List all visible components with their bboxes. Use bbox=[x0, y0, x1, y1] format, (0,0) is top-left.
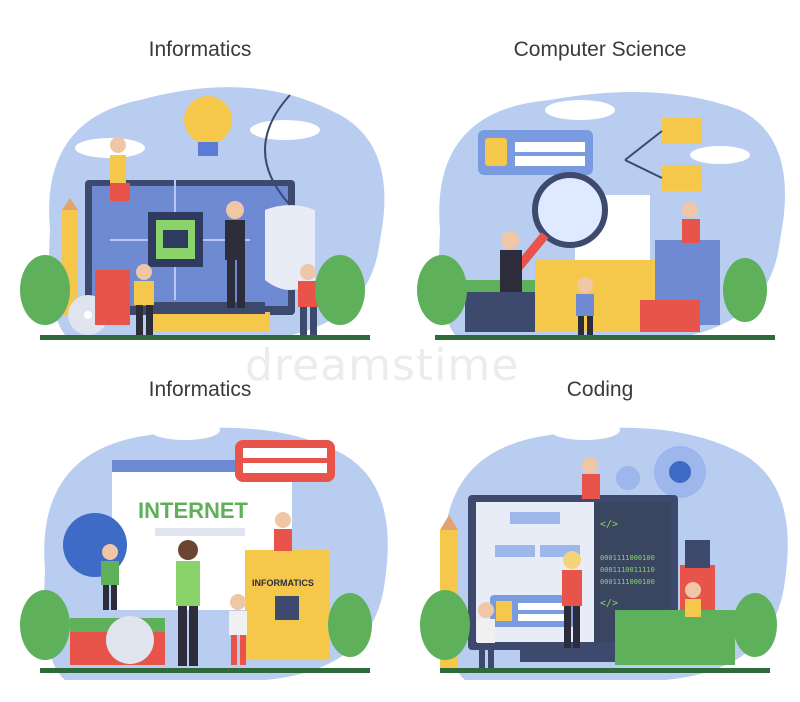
folder-icon bbox=[662, 165, 702, 191]
code-tag: </> bbox=[600, 598, 618, 609]
panel-title: Computer Science bbox=[513, 38, 687, 61]
lock-icon bbox=[485, 138, 507, 166]
person-woman-coder bbox=[562, 551, 582, 648]
coding-illustration: </> 0001111000100 0001110011110 00011110… bbox=[420, 420, 788, 680]
panel-informatics-2: Informatics INTERNET INFORMATICS bbox=[0, 340, 400, 680]
login-box bbox=[490, 595, 575, 627]
book-label: INFORMATICS bbox=[252, 578, 314, 588]
lightbulb-icon bbox=[184, 96, 232, 156]
cd-disc bbox=[106, 616, 154, 664]
informatics-illustration bbox=[20, 87, 385, 340]
search-bar bbox=[155, 528, 245, 536]
person-girl-sitting bbox=[110, 137, 130, 201]
folder-icon bbox=[662, 118, 702, 144]
person-boy-left bbox=[477, 602, 495, 668]
login-box bbox=[478, 130, 593, 175]
panel-title: Coding bbox=[566, 378, 634, 401]
panel-title: Informatics bbox=[148, 378, 252, 401]
chip-icon bbox=[275, 596, 299, 620]
person-girl-cheering bbox=[582, 457, 600, 499]
internet-label: INTERNET bbox=[138, 498, 249, 523]
person-student-left bbox=[101, 544, 119, 610]
panel-coding: Coding </> 0001111000100 0001110011110 0… bbox=[400, 340, 800, 680]
computer-science-illustration bbox=[417, 92, 785, 340]
binary-line-2: 0001110011110 bbox=[600, 566, 655, 574]
cpu-chip-icon bbox=[148, 212, 203, 267]
lock-icon bbox=[496, 601, 512, 621]
binary-line-3: 0001111000100 bbox=[600, 578, 655, 586]
panel-informatics-1: Informatics bbox=[0, 0, 400, 340]
binary-line-1: 0001111000100 bbox=[600, 554, 655, 562]
person-boy-right bbox=[298, 264, 318, 335]
person-student-on-book bbox=[274, 512, 292, 551]
person-woman-with-glass bbox=[500, 231, 522, 292]
password-box bbox=[235, 440, 335, 482]
panel-computer-science: Computer Science bbox=[400, 0, 800, 340]
person-girl-sitting-top bbox=[682, 202, 700, 243]
circuit-board bbox=[615, 610, 735, 665]
person-student-right bbox=[229, 594, 247, 665]
person-boy-left bbox=[134, 264, 154, 335]
person-boy-center bbox=[576, 277, 594, 336]
informatics-book: INFORMATICS bbox=[245, 550, 330, 660]
gear-icon bbox=[616, 466, 640, 490]
person-boy-sitting bbox=[685, 582, 701, 617]
internet-illustration: INTERNET INFORMATICS bbox=[20, 420, 388, 680]
watermark: dreamstime bbox=[245, 340, 520, 391]
code-tag: </> bbox=[600, 519, 618, 530]
panel-title: Informatics bbox=[148, 38, 252, 61]
person-teacher bbox=[176, 540, 200, 666]
person-woman-standing bbox=[225, 201, 245, 308]
